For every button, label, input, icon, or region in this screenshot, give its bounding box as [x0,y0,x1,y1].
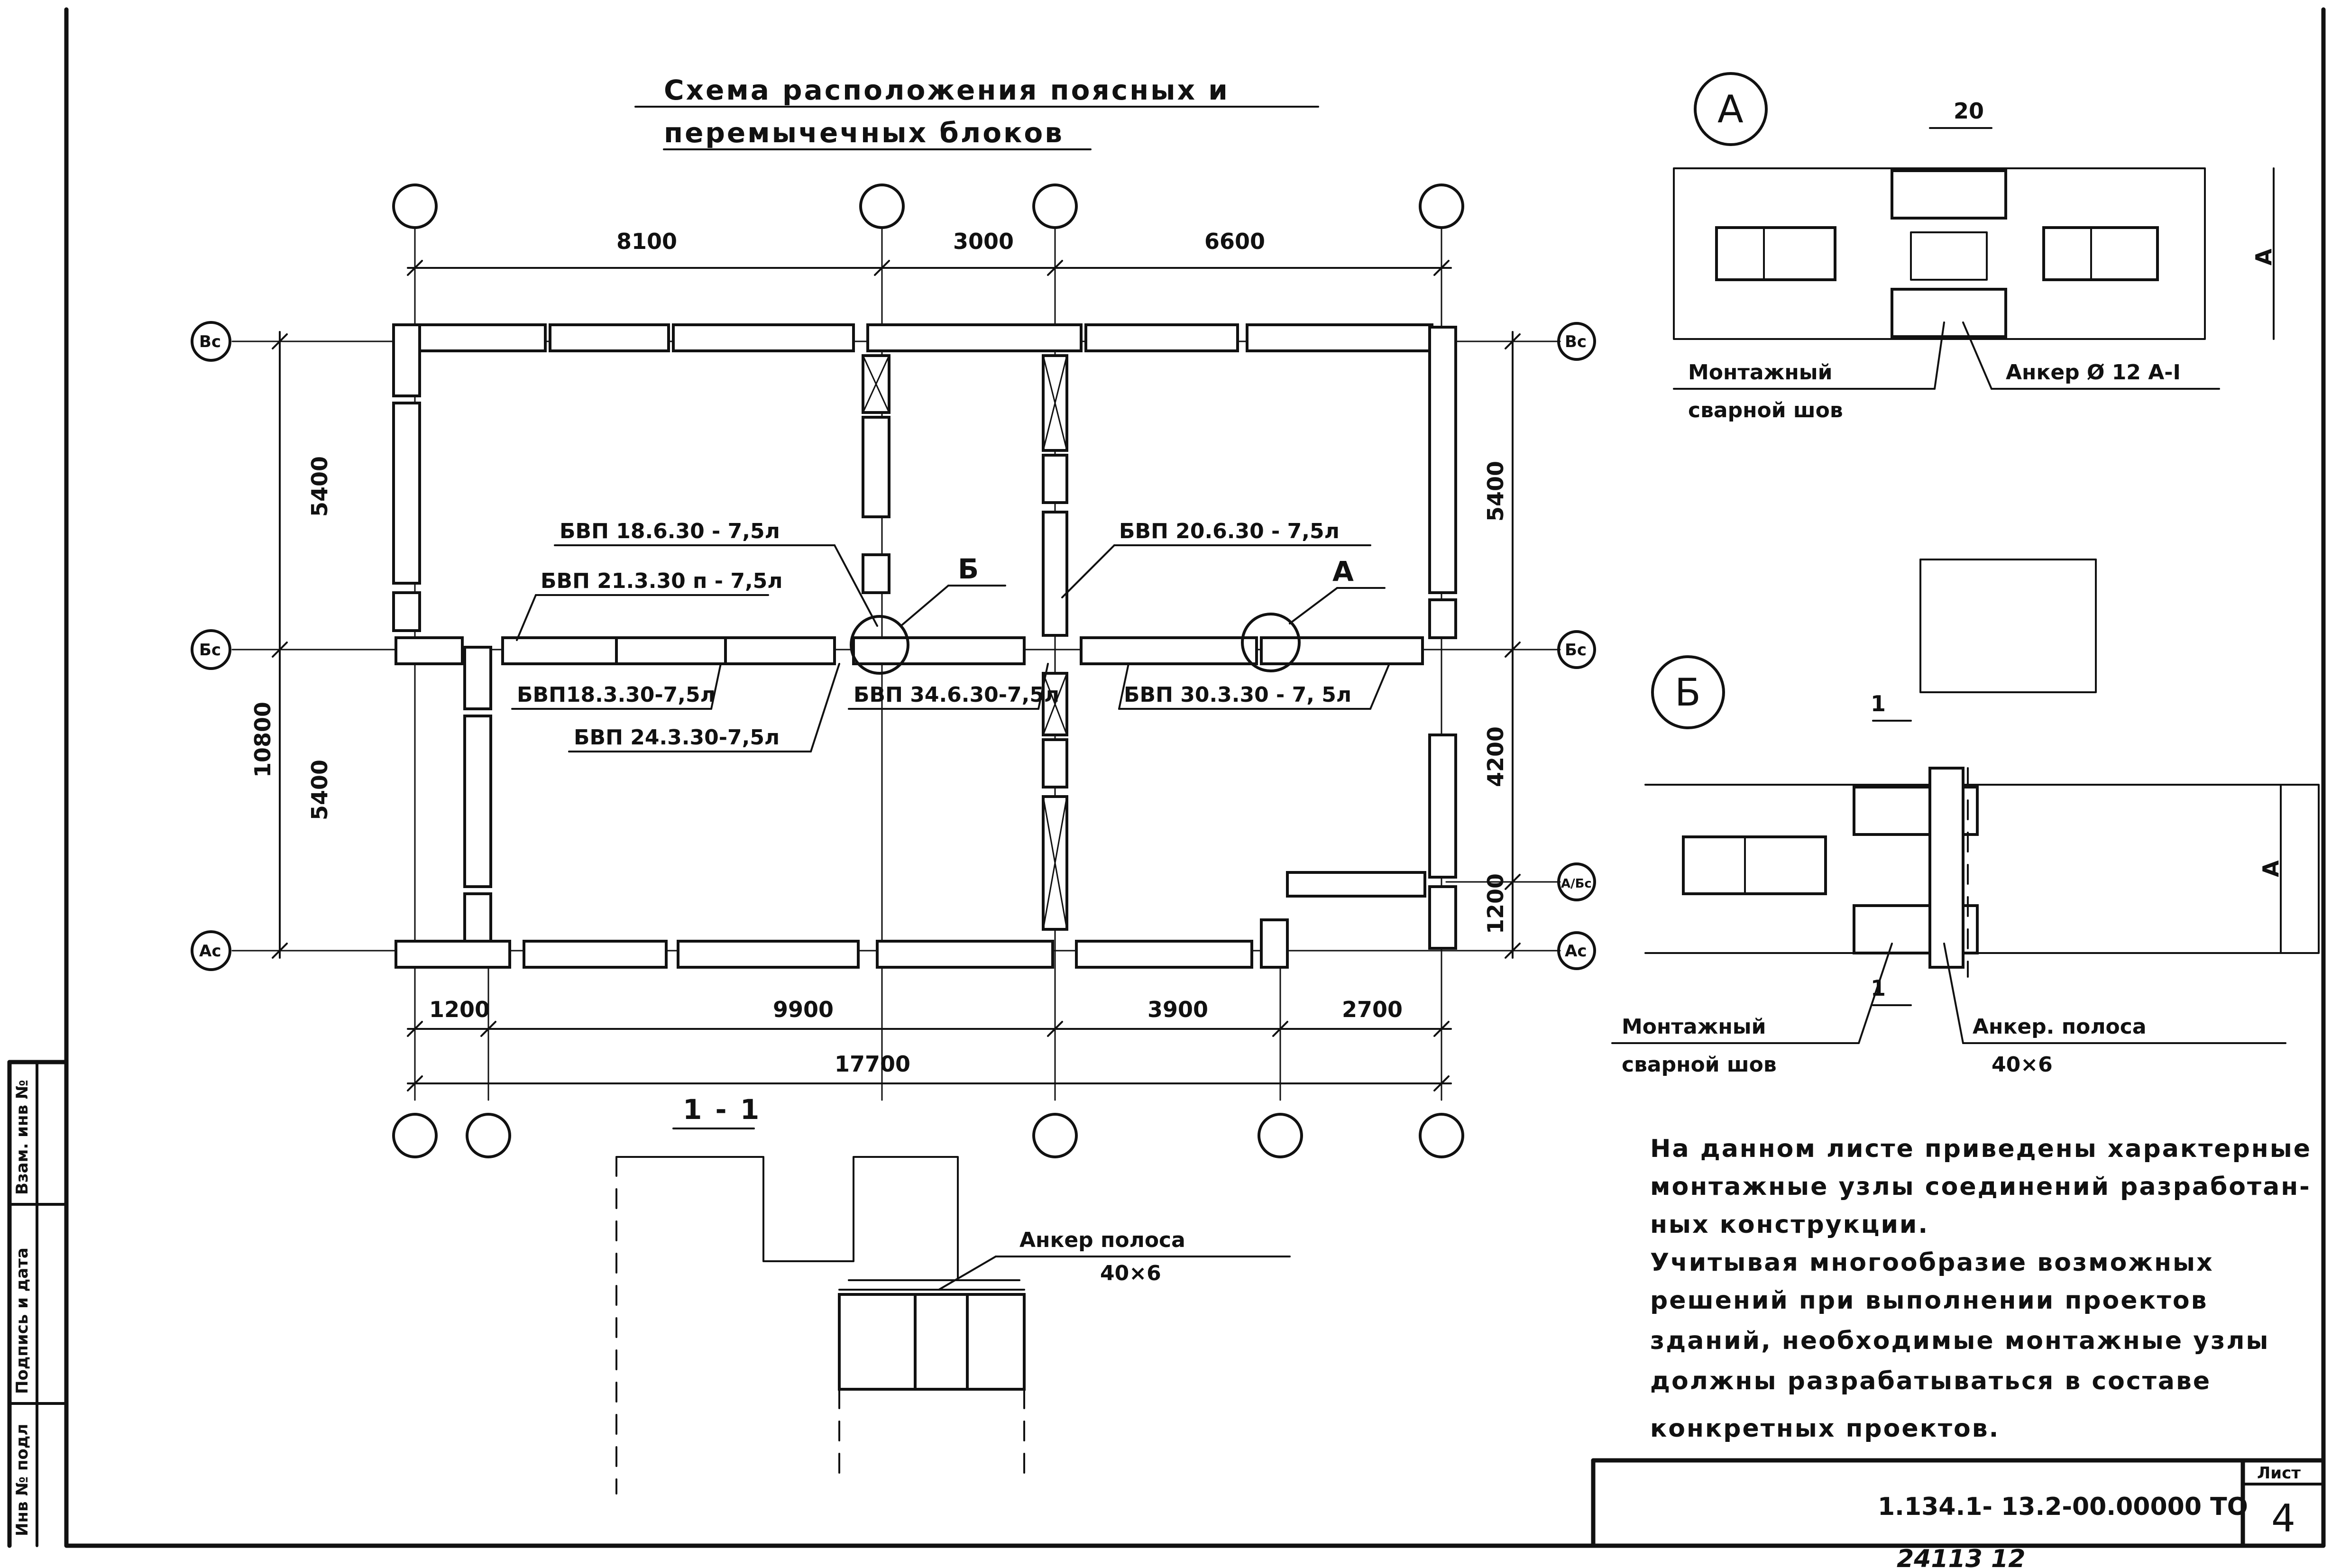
block-label-1: БВП 18.6.30 - 7,5л [560,519,780,543]
section-anchor-label: Анкер полоса [1019,1228,1185,1252]
stamp-sheet-label: Лист [2257,1464,2301,1483]
dim-right-3: 1200 [1483,873,1508,934]
axis-label-vc-right: Вс [1565,332,1587,351]
axis-label-ab-right: А/Бс [1561,877,1592,891]
note-block: На данном листе приведены характерные мо… [1650,1135,2312,1443]
side-stamp-r3: Взам. инв № [13,1080,32,1195]
note-line-5: решений при выполнении проектов [1650,1286,2208,1315]
detail-b-cut-top: 1 [1871,691,1886,716]
node-callouts: Б А [850,553,1386,675]
note-line-4: Учитывая многообразие возможных [1650,1248,2214,1277]
detail-b-cut-bottom: 1 [1871,975,1886,1001]
detail-b-dim: А [2258,860,2284,877]
block-label-3: БВП 20.6.30 - 7,5л [1119,519,1340,543]
note-line-8: конкретных проектов. [1650,1414,2000,1443]
axis-label-bc-right: Бс [1565,641,1587,660]
side-stamp-r2: Подпись и дата [13,1247,32,1394]
dim-left-1: 5400 [307,456,332,517]
block-label-4: БВП18.3.30-7,5л [517,683,716,707]
dim-top-3: 6600 [1204,229,1265,254]
dim-right-2: 4200 [1483,726,1508,787]
note-line-1: На данном листе приведены характерные [1650,1135,2312,1163]
bottom-number: 24113 12 [1897,1545,2025,1568]
detail-a-weld-1: Монтажный [1688,360,1832,385]
note-line-6: зданий, необходимые монтажные узлы [1650,1327,2269,1355]
dim-left-total: 10800 [250,702,275,778]
callout-a: А [1332,555,1356,587]
detail-a: А 20 А Монтажный сварной шов Анкер Ø 12 … [1673,72,2277,422]
axis-label-bc-left: Бс [199,641,221,660]
detail-b-weld-1: Монтажный [1622,1015,1766,1039]
stamp-code: 1.134.1- 13.2-00.00000 ТО [1878,1493,2248,1521]
title-stamp: 1.134.1- 13.2-00.00000 ТО Лист 4 [1591,1458,2326,1548]
note-line-3: ных конструкции. [1650,1210,1929,1239]
detail-b-weld-2: сварной шов [1622,1053,1777,1077]
section-label: 1 - 1 [683,1093,761,1126]
detail-b-anchor-size: 40×6 [1992,1053,2053,1077]
dim-left-2: 5400 [307,760,332,820]
dim-top-1: 8100 [616,229,677,254]
title-line-1: Схема расположения поясных и [664,74,1230,106]
dim-right-1: 5400 [1483,461,1508,522]
dimension-lines: 8100 3000 6600 1200 9900 3900 2700 17700… [250,229,1521,1091]
block-label-7: БВП 30.3.30 - 7, 5л [1124,683,1351,707]
axis-label-vc-left: Вс [199,332,221,351]
detail-b-anchor: Анкер. полоса [1973,1015,2147,1039]
dim-bottom-2: 9900 [773,997,834,1022]
dim-bottom-1: 1200 [429,997,490,1022]
sheet-frame [7,7,2326,1548]
block-label-6: БВП 34.6.30-7,5л [854,683,1059,707]
detail-b: Б А 1 1 Монтажный сварной шов Анкер. пол… [1611,559,2320,1077]
title-line-2: перемычечных блоков [664,117,1064,149]
side-stamp-r1: Инв № подл [13,1424,32,1536]
plan-blocks [392,323,1457,969]
dim-bottom-3: 3900 [1147,997,1208,1022]
detail-a-weld-2: сварной шов [1688,398,1843,422]
detail-a-gap: 20 [1954,98,1984,124]
plan-title: Схема расположения поясных и перемычечны… [634,74,1319,150]
stamp-sheet-number: 4 [2271,1496,2295,1540]
callout-b: Б [958,553,981,585]
detail-b-circle: Б [1675,670,1701,715]
block-label-2: БВП 21.3.30 п - 7,5л [541,569,783,593]
side-stamp: Инв № подл Подпись и дата Взам. инв № [13,1080,32,1536]
section-anchor-size: 40×6 [1100,1261,1161,1285]
block-labels: БВП 18.6.30 - 7,5л БВП 21.3.30 п - 7,5л … [511,519,1390,752]
detail-a-circle: А [1717,87,1744,131]
note-line-7: должны разрабатываться в составе [1650,1367,2211,1395]
dim-bottom-total: 17700 [835,1051,910,1077]
axis-label-ac-right: Ас [1565,942,1587,961]
detail-a-dim: А [2251,248,2277,266]
dim-bottom-4: 2700 [1342,997,1403,1022]
detail-a-anchor: Анкер Ø 12 А-I [2006,360,2181,385]
section-1-1: 1 - 1 Анкер полоса 40×6 [615,1093,1291,1495]
axis-label-ac-left: Ас [199,942,221,961]
block-label-5: БВП 24.3.30-7,5л [574,725,780,750]
note-line-2: монтажные узлы соединений разработан- [1650,1173,2311,1201]
dim-top-2: 3000 [953,229,1014,254]
